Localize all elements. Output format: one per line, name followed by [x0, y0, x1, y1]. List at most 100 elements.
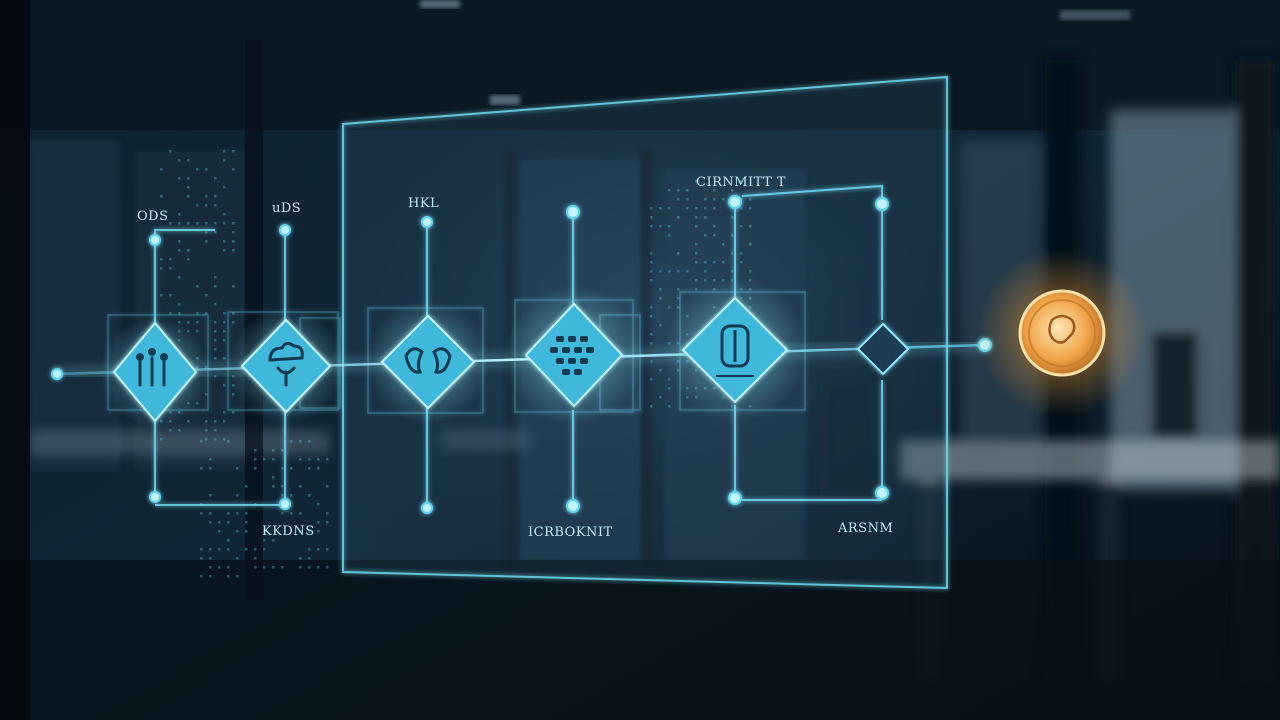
- data-dot: [232, 249, 235, 252]
- data-dot: [326, 521, 329, 524]
- empty-diamond-icon: [856, 322, 910, 376]
- label-bottom-1: KKDNS: [262, 524, 315, 539]
- data-dot: [214, 204, 217, 207]
- data-dot: [650, 360, 653, 363]
- data-dot: [668, 405, 671, 408]
- data-dot: [205, 240, 208, 243]
- data-dot: [650, 252, 653, 255]
- data-dot: [187, 249, 190, 252]
- data-dot: [187, 258, 190, 261]
- data-dot: [650, 207, 653, 210]
- chip-grid-icon: [550, 336, 594, 375]
- data-dot: [205, 420, 208, 423]
- data-dot: [272, 476, 275, 479]
- data-dot: [227, 440, 230, 443]
- data-dot: [668, 387, 671, 390]
- data-dot: [200, 512, 203, 515]
- data-dot: [223, 330, 226, 333]
- label-bottom-3: ARSNM: [837, 521, 893, 536]
- data-dot: [317, 467, 320, 470]
- data-dot: [205, 393, 208, 396]
- data-dot: [281, 566, 284, 569]
- data-dot: [713, 225, 716, 228]
- data-dot: [740, 180, 743, 183]
- data-dot: [205, 438, 208, 441]
- data-dot: [650, 279, 653, 282]
- data-dot: [178, 240, 181, 243]
- data-dot: [326, 512, 329, 515]
- data-dot: [169, 429, 172, 432]
- data-dot: [218, 530, 221, 533]
- data-dot: [659, 369, 662, 372]
- data-dot: [218, 521, 221, 524]
- data-dot: [704, 261, 707, 264]
- data-dot: [187, 177, 190, 180]
- data-dot: [236, 512, 239, 515]
- data-dot: [713, 198, 716, 201]
- data-dot: [160, 258, 163, 261]
- data-dot: [223, 249, 226, 252]
- data-dot: [713, 189, 716, 192]
- data-dot: [196, 321, 199, 324]
- data-dot: [196, 312, 199, 315]
- data-dot: [160, 195, 163, 198]
- data-dot: [227, 566, 230, 569]
- data-dot: [731, 234, 734, 237]
- data-dot: [232, 168, 235, 171]
- data-dot: [299, 566, 302, 569]
- data-dot: [731, 252, 734, 255]
- data-dot: [160, 168, 163, 171]
- data-dot: [686, 189, 689, 192]
- data-dot: [214, 348, 217, 351]
- data-dot: [704, 216, 707, 219]
- data-dot: [308, 548, 311, 551]
- data-dot: [232, 285, 235, 288]
- data-dot: [187, 159, 190, 162]
- data-dot: [169, 150, 172, 153]
- data-dot: [196, 204, 199, 207]
- data-dot: [650, 306, 653, 309]
- data-dot: [326, 458, 329, 461]
- data-dot: [223, 186, 226, 189]
- data-dot: [650, 315, 653, 318]
- data-dot: [299, 458, 302, 461]
- data-dot: [236, 530, 239, 533]
- data-dot: [227, 548, 230, 551]
- data-dot: [677, 189, 680, 192]
- data-dot: [677, 198, 680, 201]
- data-dot: [299, 557, 302, 560]
- data-dot: [214, 285, 217, 288]
- data-dot: [281, 449, 284, 452]
- data-dot: [308, 494, 311, 497]
- data-dot: [272, 485, 275, 488]
- workflow-node-2: [228, 308, 344, 424]
- workflow-node-3: [366, 300, 490, 424]
- data-dot: [317, 530, 320, 533]
- data-dot: [668, 234, 671, 237]
- data-dot: [704, 270, 707, 273]
- workflow-node-1: [100, 317, 210, 427]
- data-dot: [223, 357, 226, 360]
- data-dot: [178, 249, 181, 252]
- data-dot: [209, 557, 212, 560]
- data-dot: [695, 216, 698, 219]
- data-dot: [650, 405, 653, 408]
- label-top-3: HKL: [408, 196, 439, 211]
- data-dot: [178, 276, 181, 279]
- data-dot: [214, 330, 217, 333]
- data-dot: [178, 321, 181, 324]
- data-dot: [209, 512, 212, 515]
- data-dot: [232, 411, 235, 414]
- data-dot: [263, 530, 266, 533]
- data-dot: [308, 557, 311, 560]
- data-dot: [227, 512, 230, 515]
- data-dot: [290, 512, 293, 515]
- data-dot: [223, 240, 226, 243]
- data-dot: [722, 198, 725, 201]
- data-dot: [668, 225, 671, 228]
- data-dot: [686, 270, 689, 273]
- data-dot: [232, 150, 235, 153]
- data-dot: [272, 566, 275, 569]
- data-dot: [214, 420, 217, 423]
